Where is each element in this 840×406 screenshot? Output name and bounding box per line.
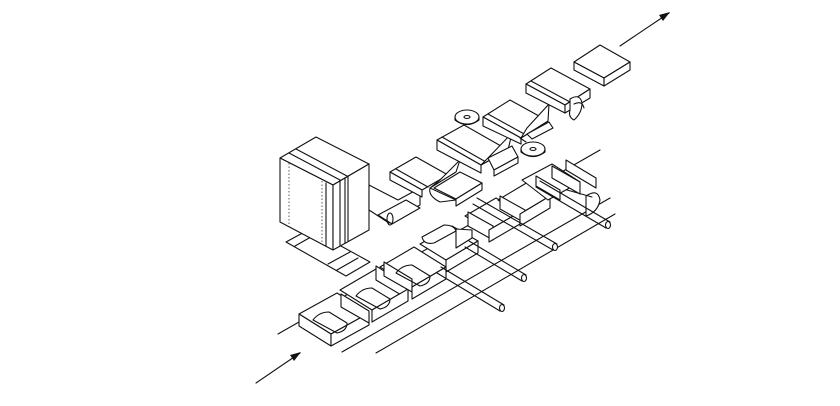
pusher-rod-2 xyxy=(464,240,528,283)
pusher-rod-3 xyxy=(472,197,559,252)
folding-station-2 xyxy=(436,124,519,177)
finished-box xyxy=(573,44,631,87)
pusher-rod-1 xyxy=(436,266,506,313)
conveyor-bucket-1 xyxy=(298,292,370,347)
wrapped-tube xyxy=(368,184,421,226)
folding-disc-lower xyxy=(519,137,546,158)
product-stack xyxy=(279,136,370,251)
pusher-rod-4 xyxy=(535,180,612,230)
sealing-station xyxy=(525,67,591,121)
folding-station-3 xyxy=(482,99,554,145)
folding-disc-upper xyxy=(454,109,480,126)
input-arrow xyxy=(255,352,301,384)
pusher-rods xyxy=(436,180,612,313)
output-arrow xyxy=(619,12,670,47)
folding-station-1 xyxy=(389,156,483,207)
conveyor-bucket-3 xyxy=(379,246,447,300)
conveyor-bucket-4 xyxy=(419,224,479,273)
conveyor-bucket-7 xyxy=(521,159,597,201)
